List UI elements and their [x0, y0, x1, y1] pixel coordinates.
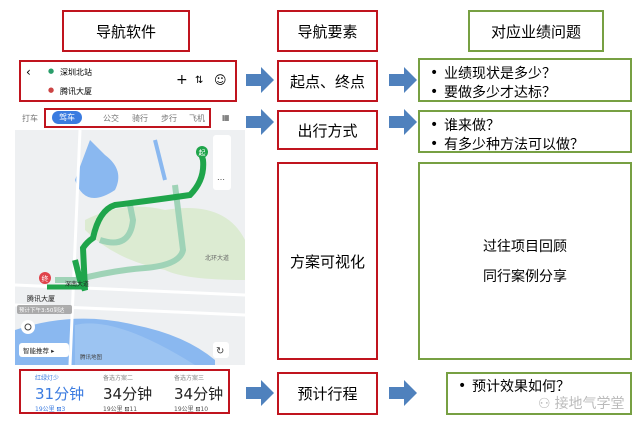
header-software: 导航软件 — [62, 10, 190, 52]
plan-tag: 红绿灯少 — [35, 375, 60, 382]
element-travel-mode: 出行方式 — [277, 110, 378, 150]
navigation-app-screenshot: 起 终 腾讯大厦 北环大道 深南大道 预计下午3:50到达 智能推荐 ▸ 腾讯地… — [15, 58, 245, 415]
tab-bike[interactable]: 骑行 — [132, 114, 148, 123]
back-icon[interactable]: ‹ — [26, 65, 31, 79]
refresh-icon: ↻ — [216, 346, 224, 357]
start-marker — [196, 146, 208, 158]
bay-water-2 — [75, 323, 195, 365]
refresh-button[interactable] — [213, 342, 229, 358]
road-label: 北环大道 — [205, 254, 229, 262]
header-questions: 对应业绩问题 — [468, 10, 604, 52]
tabs-highlight — [44, 108, 211, 128]
plan-tag: 备选方案二 — [103, 375, 134, 382]
arrow-right-icon — [389, 109, 417, 135]
end-field[interactable]: 腾讯大厦 — [60, 87, 92, 96]
question-item: 谁来做？ — [444, 117, 500, 134]
question-box-2: •谁来做？ •有多少种方法可以做？ — [418, 110, 632, 153]
transport-tabs: 打车 驾车 公交 骑行 步行 飞机 ▦ — [15, 108, 245, 128]
road-label: 深南大道 — [65, 280, 89, 288]
arrow-right-icon — [389, 67, 417, 93]
alt-route — [55, 184, 187, 283]
header-text: 对应业绩问题 — [490, 22, 581, 41]
plan-detail: 19公里 ⛾3 — [35, 406, 66, 413]
robot-icon[interactable]: ☺ — [214, 73, 227, 87]
start-field[interactable]: 深圳北站 — [60, 68, 92, 77]
question-box-3: 过往项目回顾 同行案例分享 — [418, 162, 632, 360]
plan-time: 34分钟 — [174, 385, 224, 403]
question-item: 有多少种方法可以做？ — [444, 136, 584, 153]
question-item: 过往项目回顾 — [483, 239, 567, 255]
plan-time: 31分钟 — [35, 385, 85, 403]
main-route — [72, 149, 207, 292]
eta-text: 预计下午3:50到达 — [19, 306, 65, 314]
element-label: 预计行程 — [297, 385, 358, 403]
more-icon[interactable]: … — [217, 173, 225, 182]
watermark-text: 接地气学堂 — [554, 396, 625, 412]
locate-icon — [24, 323, 32, 331]
grid-icon[interactable]: ▦ — [222, 113, 230, 122]
park-area — [85, 206, 245, 280]
tab-drive[interactable]: 驾车 — [52, 111, 82, 124]
map: 起 终 腾讯大厦 北环大道 深南大道 预计下午3:50到达 智能推荐 ▸ 腾讯地… — [15, 130, 245, 365]
wechat-icon: ⚇ — [538, 396, 551, 412]
question-box-1: •业绩现状是多少？ •要做多少才达标？ — [418, 58, 632, 102]
end-marker-label: 终 — [42, 274, 49, 283]
start-dot-icon: ● — [48, 67, 55, 75]
eta-badge — [17, 305, 72, 314]
map-legend: 腾讯地图 — [80, 353, 103, 361]
arrow-right-icon — [246, 380, 274, 406]
tab-taxi[interactable]: 打车 — [22, 114, 38, 123]
end-dot-icon: ● — [48, 86, 55, 94]
tab-walk[interactable]: 步行 — [161, 114, 177, 123]
question-item: 要做多少才达标？ — [444, 84, 556, 101]
header-elements: 导航要素 — [277, 10, 378, 52]
question-item: 预计效果如何？ — [472, 378, 570, 395]
watermark: ⚇ 接地气学堂 — [538, 396, 625, 413]
route-input-box[interactable]: ‹ ● 深圳北站 ● 腾讯大厦 + ⇅ ☺ — [19, 60, 237, 102]
plan-1[interactable]: 红绿灯少 31分钟 19公里 ⛾3 — [35, 373, 105, 414]
element-label: 起点、终点 — [289, 72, 365, 91]
header-text: 导航软件 — [95, 22, 156, 41]
locate-button[interactable] — [21, 320, 35, 334]
arrow-right-icon — [246, 67, 274, 93]
element-start-end: 起点、终点 — [277, 60, 378, 102]
plan-detail: 19公里 ⛾10 — [174, 406, 209, 413]
arrow-right-icon — [246, 109, 274, 135]
plan-3[interactable]: 备选方案三 34分钟 19公里 ⛾10 — [174, 373, 244, 414]
element-visualization: 方案可视化 — [277, 162, 378, 360]
plan-time: 34分钟 — [103, 385, 153, 403]
plan-2[interactable]: 备选方案二 34分钟 19公里 ⛾11 — [103, 373, 173, 414]
question-item: 业绩现状是多少？ — [444, 65, 556, 82]
start-marker-label: 起 — [199, 149, 206, 157]
element-label: 方案可视化 — [289, 252, 365, 271]
plan-detail: 19公里 ⛾11 — [103, 406, 138, 413]
reservoir — [75, 140, 119, 198]
map-tools[interactable] — [213, 135, 231, 190]
plus-icon[interactable]: + — [176, 72, 188, 88]
tab-plane[interactable]: 飞机 — [189, 114, 205, 123]
arrow-right-icon — [389, 380, 417, 406]
element-eta: 预计行程 — [277, 372, 378, 415]
question-box-4: •预计效果如何？ — [446, 372, 632, 415]
plan-tag: 备选方案三 — [174, 375, 205, 382]
route-plans: 红绿灯少 31分钟 19公里 ⛾3 备选方案二 34分钟 19公里 ⛾11 备选… — [19, 369, 230, 414]
question-item: 同行案例分享 — [483, 269, 567, 285]
header-text: 导航要素 — [297, 22, 358, 41]
end-marker — [39, 272, 51, 284]
element-label: 出行方式 — [297, 121, 358, 140]
smart-recommend-button[interactable] — [19, 343, 69, 357]
smart-recommend-label: 智能推荐 ▸ — [23, 346, 55, 355]
end-label: 腾讯大厦 — [27, 294, 55, 303]
tab-transit[interactable]: 公交 — [103, 114, 119, 123]
river — [153, 139, 167, 181]
swap-icon[interactable]: ⇅ — [195, 75, 204, 86]
